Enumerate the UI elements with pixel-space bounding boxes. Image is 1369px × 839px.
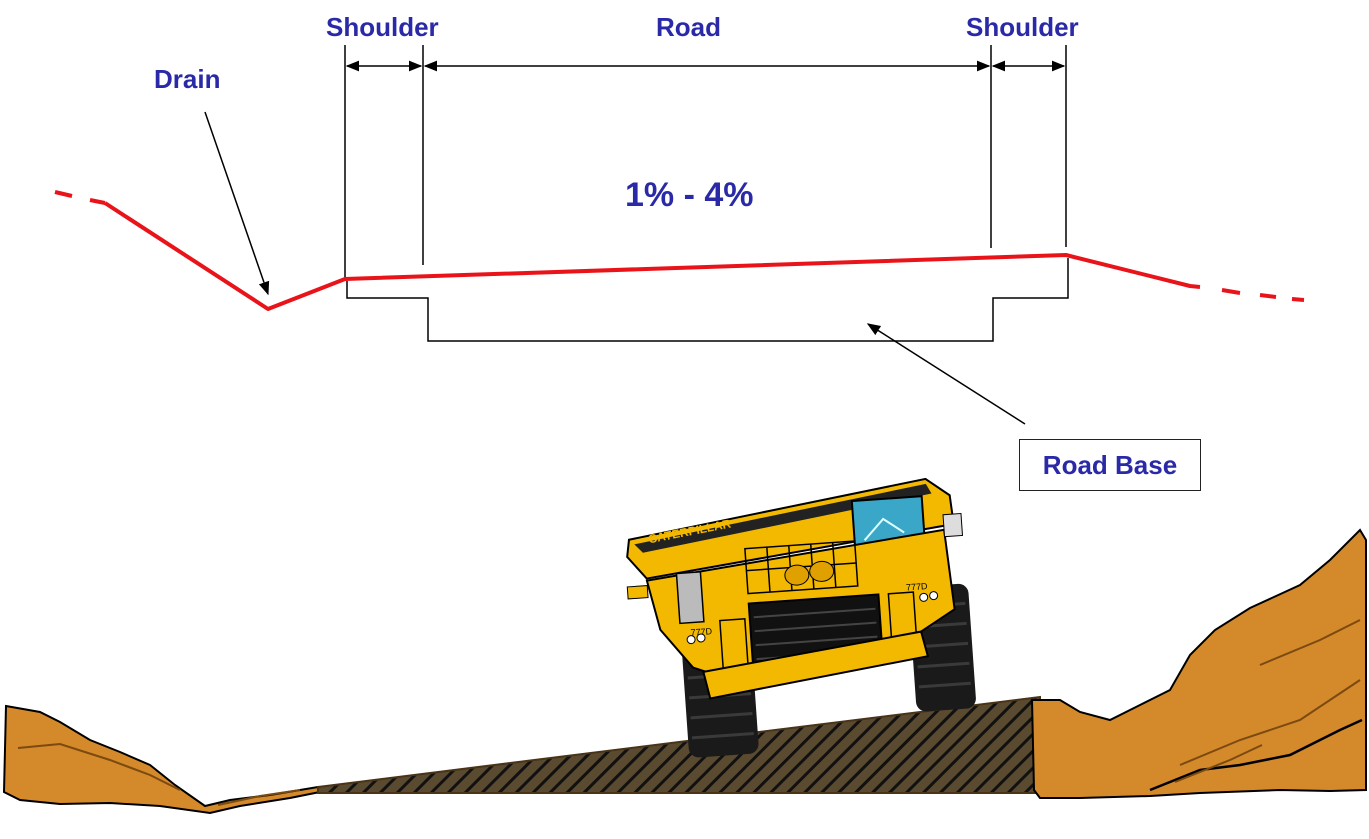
hatched-ramp: [317, 695, 1041, 794]
left-embankment: [2, 704, 322, 815]
road-base-outline: [346, 258, 1069, 342]
drain-pointer-arrow: [204, 111, 270, 296]
road-base-pointer-arrow: [866, 323, 1026, 425]
shoulder-right-label: Shoulder: [966, 12, 1079, 42]
shoulder-left-label: Shoulder: [326, 12, 439, 42]
model-right-text: 777D: [906, 581, 929, 593]
road-label: Road: [656, 12, 721, 42]
road-base-label: Road Base: [1042, 449, 1178, 480]
drain-label: Drain: [154, 64, 221, 94]
road-surface-profile: [54, 190, 1305, 311]
grade-label: 1% - 4%: [625, 176, 754, 214]
terrain: [2, 528, 1367, 815]
model-left-text: 777D: [690, 626, 713, 638]
haul-truck: CATERPILLAR 777D 777D: [626, 477, 976, 758]
dimension-lines: [344, 45, 1067, 280]
truck-bumper: [702, 630, 930, 700]
exhaust-stack: [675, 571, 705, 625]
right-embankment: [1030, 528, 1367, 799]
road-base-callout: Road Base: [1019, 439, 1201, 491]
